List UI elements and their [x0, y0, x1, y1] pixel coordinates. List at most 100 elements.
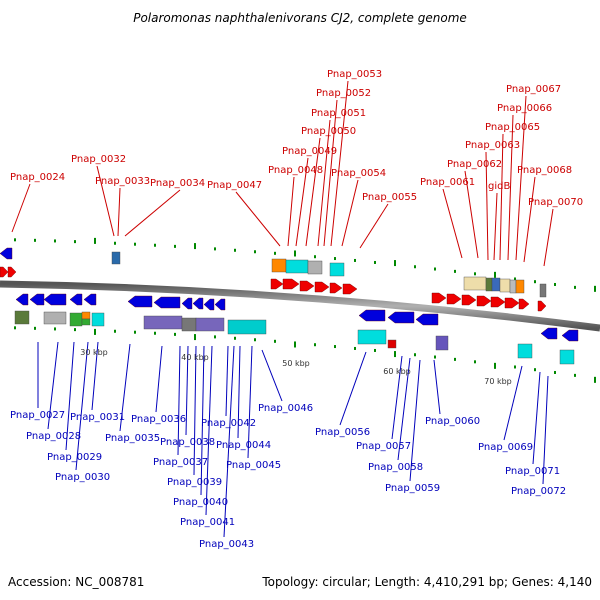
- gene-label-top[interactable]: Pnap_0062: [447, 159, 502, 170]
- gene-label-bottom[interactable]: Pnap_0027: [10, 410, 65, 421]
- gene-label-bottom[interactable]: Pnap_0030: [55, 472, 110, 483]
- gene-label-bottom[interactable]: Pnap_0031: [70, 412, 125, 423]
- gene-label-top[interactable]: Pnap_0054: [331, 168, 386, 179]
- reverse-gene-arrow[interactable]: [29, 293, 45, 306]
- reverse-gene-arrow[interactable]: [153, 296, 181, 309]
- gene-label-top[interactable]: Pnap_0034: [150, 178, 205, 189]
- reverse-gene-arrow[interactable]: [358, 309, 386, 322]
- feature-box[interactable]: [69, 312, 83, 327]
- forward-gene-arrow[interactable]: [537, 300, 547, 312]
- reverse-gene-arrow[interactable]: [83, 293, 97, 306]
- gene-label-top[interactable]: Pnap_0066: [497, 103, 552, 114]
- reverse-gene-arrow[interactable]: [127, 295, 153, 308]
- gene-label-bottom[interactable]: Pnap_0043: [199, 539, 254, 550]
- feature-box[interactable]: [539, 283, 547, 298]
- reverse-gene-arrow[interactable]: [415, 313, 439, 326]
- reverse-gene-arrow[interactable]: [214, 298, 226, 311]
- feature-box[interactable]: [357, 329, 387, 345]
- reverse-gene-arrow[interactable]: [43, 293, 67, 306]
- gene-label-bottom[interactable]: Pnap_0060: [425, 416, 480, 427]
- feature-box[interactable]: [271, 258, 287, 273]
- forward-gene-arrow[interactable]: [314, 281, 330, 293]
- feature-box[interactable]: [307, 260, 323, 275]
- gene-label-top[interactable]: Pnap_0049: [282, 146, 337, 157]
- feature-box[interactable]: [91, 312, 105, 327]
- forward-gene-arrow[interactable]: [282, 278, 300, 290]
- gene-label-bottom[interactable]: Pnap_0041: [180, 517, 235, 528]
- feature-box[interactable]: [499, 278, 511, 293]
- feature-box[interactable]: [515, 279, 525, 294]
- forward-gene-arrow[interactable]: [490, 296, 506, 308]
- forward-gene-arrow[interactable]: [518, 298, 530, 310]
- feature-box[interactable]: [111, 251, 121, 265]
- feature-box[interactable]: [227, 319, 267, 335]
- gene-label-top[interactable]: Pnap_0024: [10, 172, 65, 183]
- gene-label-bottom[interactable]: Pnap_0072: [511, 486, 566, 497]
- gene-label-bottom[interactable]: Pnap_0028: [26, 431, 81, 442]
- forward-gene-arrow[interactable]: [0, 266, 9, 278]
- gene-label-bottom[interactable]: Pnap_0040: [173, 497, 228, 508]
- forward-gene-arrow[interactable]: [7, 266, 17, 278]
- gene-label-bottom[interactable]: Pnap_0069: [478, 442, 533, 453]
- gene-label-bottom[interactable]: Pnap_0046: [258, 403, 313, 414]
- forward-gene-arrow[interactable]: [431, 292, 447, 304]
- reverse-gene-arrow[interactable]: [69, 293, 83, 306]
- gene-label-bottom[interactable]: Pnap_0071: [505, 466, 560, 477]
- gene-label-top[interactable]: Pnap_0055: [362, 192, 417, 203]
- gene-label-bottom[interactable]: Pnap_0036: [131, 414, 186, 425]
- feature-box[interactable]: [81, 318, 91, 326]
- forward-gene-arrow[interactable]: [329, 282, 343, 294]
- feature-box[interactable]: [485, 277, 493, 292]
- gene-label-bottom[interactable]: Pnap_0035: [105, 433, 160, 444]
- reverse-gene-arrow[interactable]: [15, 293, 29, 306]
- gene-label-bottom[interactable]: Pnap_0044: [216, 440, 271, 451]
- reverse-gene-arrow[interactable]: [561, 329, 579, 342]
- feature-box[interactable]: [509, 279, 517, 294]
- gene-label-bottom[interactable]: Pnap_0042: [201, 418, 256, 429]
- reverse-gene-arrow[interactable]: [387, 311, 415, 324]
- feature-box[interactable]: [181, 317, 197, 332]
- feature-box[interactable]: [195, 317, 225, 332]
- reverse-gene-arrow[interactable]: [0, 247, 13, 260]
- reverse-gene-arrow[interactable]: [540, 327, 558, 340]
- forward-gene-arrow[interactable]: [446, 293, 462, 305]
- gene-label-top[interactable]: Pnap_0067: [506, 84, 561, 95]
- forward-gene-arrow[interactable]: [504, 297, 520, 309]
- gene-label-top[interactable]: Pnap_0070: [528, 197, 583, 208]
- gene-label-bottom[interactable]: Pnap_0057: [356, 441, 411, 452]
- feature-box[interactable]: [491, 277, 501, 292]
- gene-label-bottom[interactable]: Pnap_0058: [368, 462, 423, 473]
- gene-label-bottom[interactable]: Pnap_0029: [47, 452, 102, 463]
- forward-gene-arrow[interactable]: [270, 278, 284, 290]
- feature-box[interactable]: [435, 335, 449, 351]
- gene-label-top[interactable]: Pnap_0063: [465, 140, 520, 151]
- gene-label-top[interactable]: gidB: [488, 181, 510, 192]
- gene-label-top[interactable]: Pnap_0033: [95, 176, 150, 187]
- gene-label-top[interactable]: Pnap_0050: [301, 126, 356, 137]
- gene-label-top[interactable]: Pnap_0048: [268, 165, 323, 176]
- forward-gene-arrow[interactable]: [299, 280, 315, 292]
- reverse-gene-arrow[interactable]: [203, 298, 215, 311]
- gene-label-bottom[interactable]: Pnap_0037: [153, 457, 208, 468]
- reverse-gene-arrow[interactable]: [181, 297, 193, 310]
- gene-label-top[interactable]: Pnap_0052: [316, 88, 371, 99]
- forward-gene-arrow[interactable]: [342, 283, 358, 295]
- gene-label-bottom[interactable]: Pnap_0038: [160, 437, 215, 448]
- gene-label-top[interactable]: Pnap_0053: [327, 69, 382, 80]
- feature-box[interactable]: [14, 310, 30, 325]
- feature-box[interactable]: [463, 276, 487, 291]
- gene-label-bottom[interactable]: Pnap_0039: [167, 477, 222, 488]
- feature-box[interactable]: [517, 343, 533, 359]
- gene-label-bottom[interactable]: Pnap_0056: [315, 427, 370, 438]
- feature-box[interactable]: [559, 349, 575, 365]
- feature-box[interactable]: [387, 339, 397, 349]
- feature-box[interactable]: [285, 259, 309, 274]
- forward-gene-arrow[interactable]: [476, 295, 492, 307]
- gene-label-top[interactable]: Pnap_0061: [420, 177, 475, 188]
- gene-label-top[interactable]: Pnap_0065: [485, 122, 540, 133]
- feature-box[interactable]: [43, 311, 67, 325]
- gene-label-bottom[interactable]: Pnap_0045: [226, 460, 281, 471]
- gene-label-top[interactable]: Pnap_0051: [311, 108, 366, 119]
- gene-label-top[interactable]: Pnap_0032: [71, 154, 126, 165]
- feature-box[interactable]: [329, 262, 345, 277]
